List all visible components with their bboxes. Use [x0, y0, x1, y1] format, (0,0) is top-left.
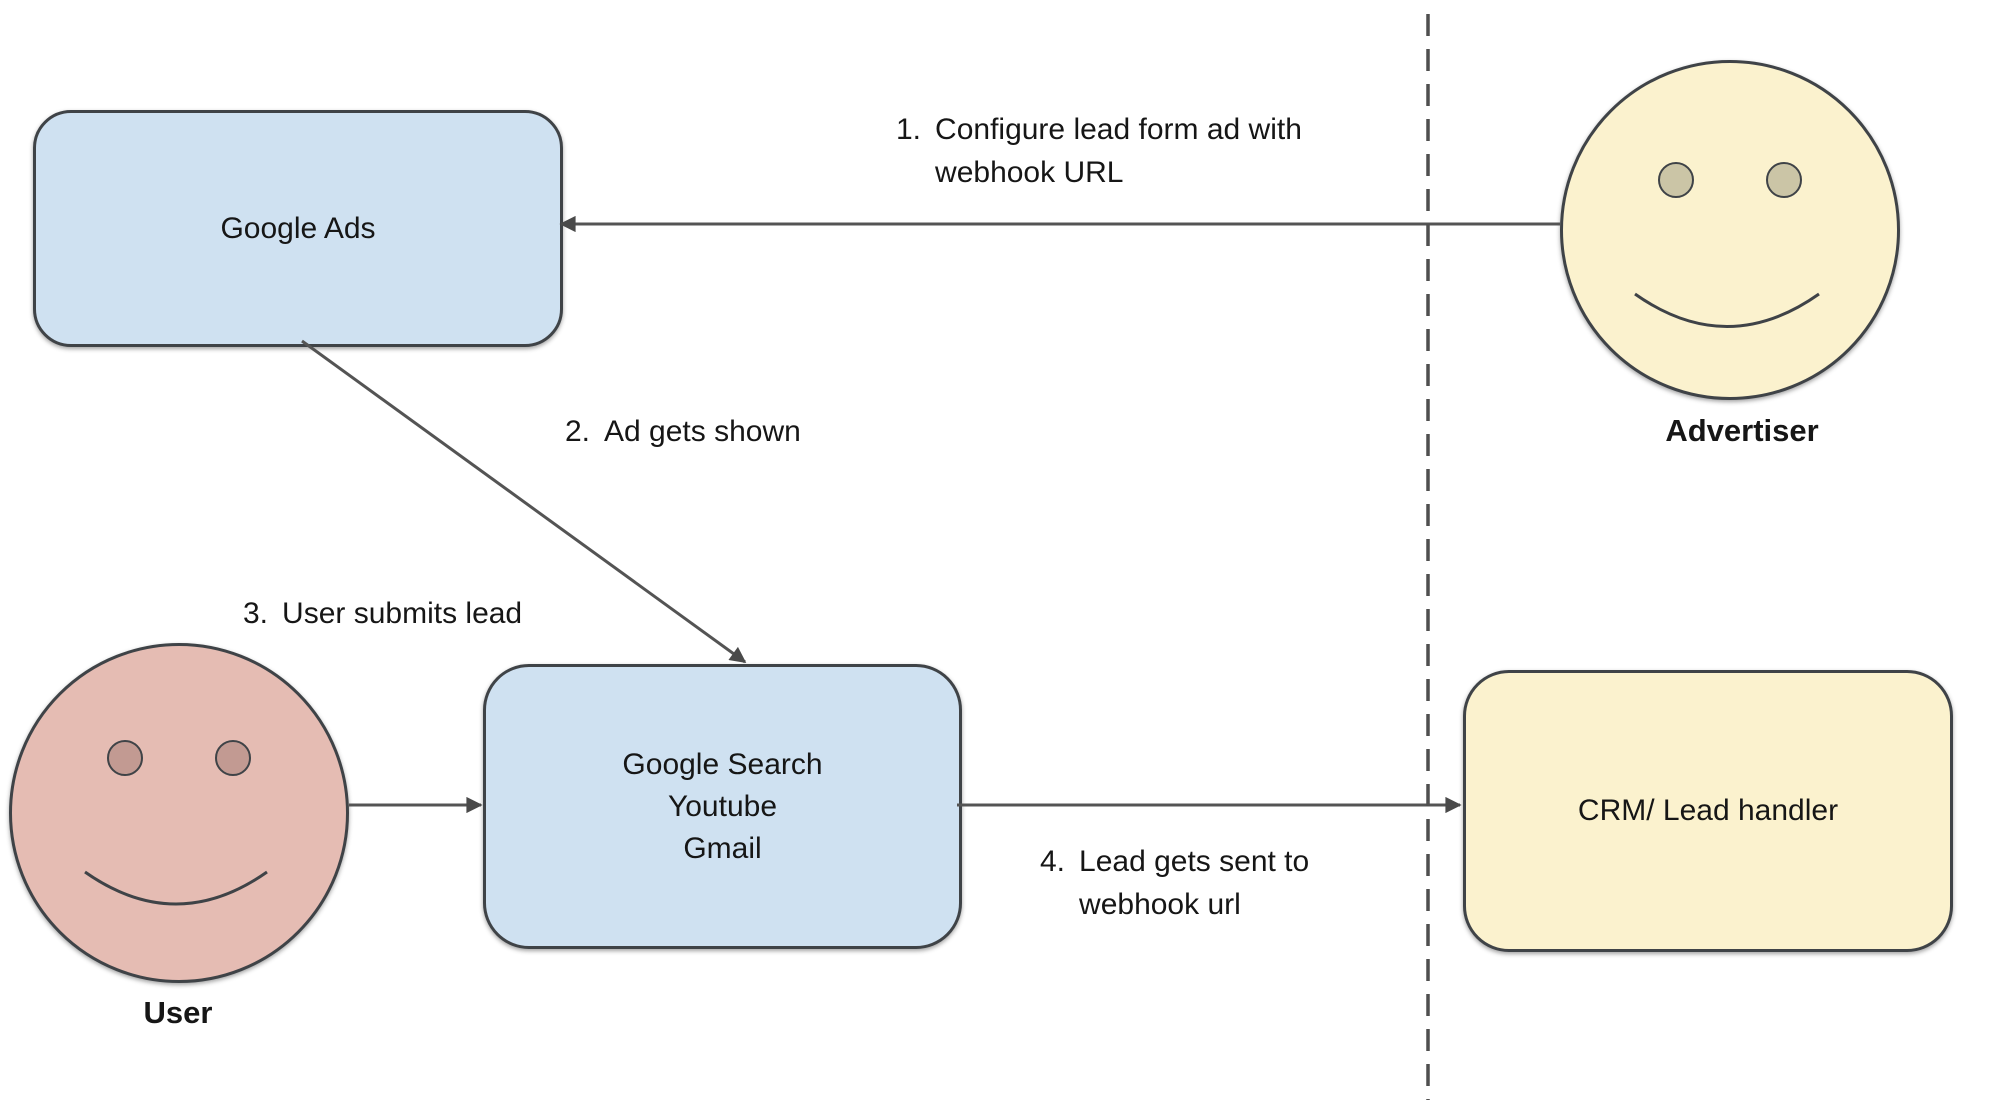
step4-number: 4.	[1040, 845, 1066, 878]
user-right-eye-icon	[215, 740, 251, 776]
step4-text-line2: webhook url	[1079, 888, 1241, 921]
step3-label: 3. User submits lead	[243, 592, 522, 635]
step4-label: 4. Lead gets sent to webhook url	[1040, 840, 1309, 926]
step1-text-line1: Configure lead form ad with	[935, 113, 1302, 146]
step1-label: 1. Configure lead form ad with webhook U…	[896, 108, 1302, 194]
google-surfaces-label-line1: Google Search	[622, 747, 823, 781]
step2-number: 2.	[565, 415, 591, 448]
google-surfaces-node: Google Search Youtube Gmail	[483, 664, 962, 949]
google-surfaces-label-line3: Gmail	[683, 831, 762, 865]
advertiser-left-eye-icon	[1658, 162, 1694, 198]
advertiser-label: Advertiser	[1665, 413, 1819, 448]
step3-number: 3.	[243, 597, 269, 630]
step4-text-line1: Lead gets sent to	[1079, 845, 1310, 878]
crm-lead-handler-node: CRM/ Lead handler	[1463, 670, 1953, 952]
google-surfaces-label-line2: Youtube	[667, 789, 777, 823]
advertiser-face-icon	[1560, 60, 1900, 400]
google-ads-label: Google Ads	[220, 211, 376, 245]
step1-text-line2: webhook URL	[935, 156, 1124, 189]
step2-label: 2. Ad gets shown	[565, 410, 801, 453]
user-label: User	[143, 995, 213, 1030]
user-left-eye-icon	[107, 740, 143, 776]
crm-label: CRM/ Lead handler	[1577, 794, 1839, 827]
step3-text-line1: User submits lead	[282, 597, 523, 630]
google-ads-node: Google Ads	[33, 110, 563, 347]
user-face-icon	[9, 643, 349, 983]
step1-number: 1.	[896, 113, 922, 146]
advertiser-right-eye-icon	[1766, 162, 1802, 198]
step2-text-line1: Ad gets shown	[604, 415, 801, 448]
